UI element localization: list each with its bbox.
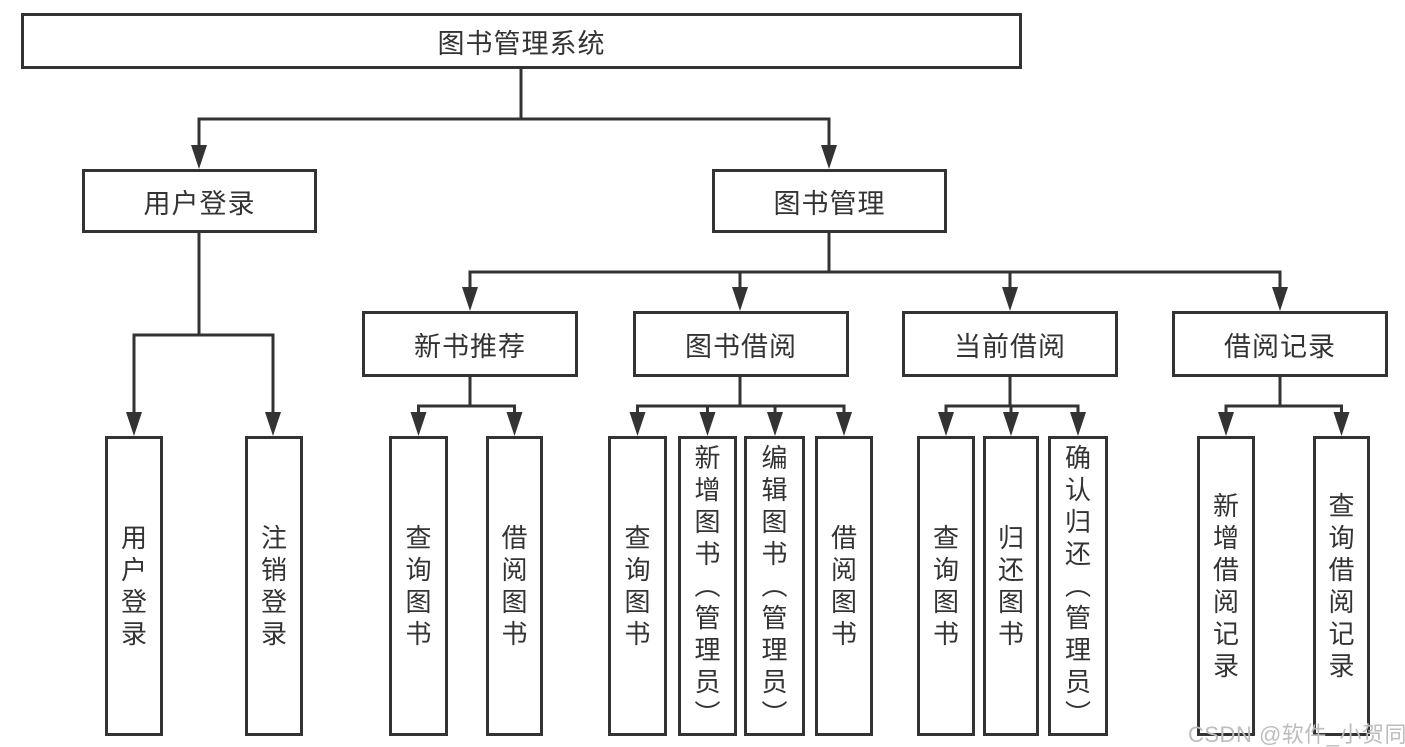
node-return-books: 归还图书 — [983, 436, 1039, 736]
connector-borrow-record-split — [1218, 377, 1350, 436]
node-user-login-leaf: 用户登录 — [105, 436, 163, 736]
connector-current-borrow-split — [938, 377, 1086, 436]
node-recommend-borrow-books: 借阅图书 — [486, 436, 543, 736]
node-current-query-books: 查询图书 — [917, 436, 975, 736]
node-confirm-return-admin: 确认归还︵管理员︶ — [1048, 436, 1108, 736]
node-borrow-query-books: 查询图书 — [608, 436, 667, 736]
connector-book-management-split — [462, 233, 1288, 311]
connector-book-borrow-split — [629, 377, 852, 436]
connector-user-login-split — [126, 233, 281, 436]
node-borrow-books-leaf: 借阅图书 — [815, 436, 873, 736]
connector-new-book-split — [410, 377, 523, 436]
node-edit-books-admin: 编辑图书︵管理员︶ — [744, 436, 805, 736]
node-user-login: 用户登录 — [82, 169, 317, 233]
node-query-borrow-record: 查询借阅记录 — [1313, 436, 1370, 736]
node-current-borrow: 当前借阅 — [902, 311, 1118, 377]
node-recommend-query-books: 查询图书 — [389, 436, 448, 736]
node-book-management: 图书管理 — [712, 169, 947, 233]
node-library-management-system: 图书管理系统 — [21, 13, 1022, 69]
connector-root-split — [191, 69, 837, 169]
csdn-watermark: CSDN @软件_小贺同学 — [1188, 722, 1405, 747]
node-add-books-admin: 新增图书︵管理员︶ — [678, 436, 737, 736]
node-new-book-recommend: 新书推荐 — [362, 311, 578, 377]
node-book-borrow: 图书借阅 — [633, 311, 849, 377]
node-add-borrow-record: 新增借阅记录 — [1197, 436, 1255, 736]
node-borrow-records: 借阅记录 — [1172, 311, 1388, 377]
node-logout-leaf: 注销登录 — [245, 436, 303, 736]
